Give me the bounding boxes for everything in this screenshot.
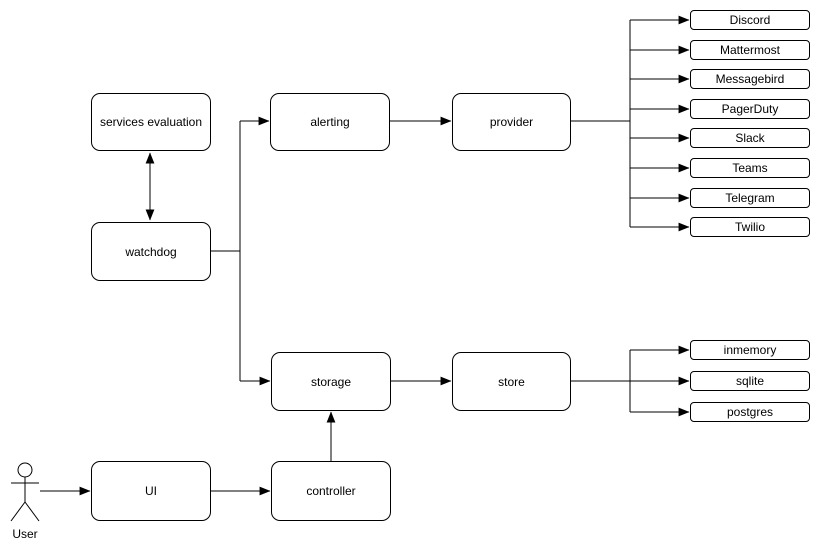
provider-item-discord: Discord xyxy=(690,10,810,30)
node-store: store xyxy=(452,352,571,411)
user-actor-icon xyxy=(10,462,40,522)
node-controller: controller xyxy=(271,461,391,521)
user-actor-label: User xyxy=(12,527,38,541)
node-provider: provider xyxy=(452,93,571,151)
node-alerting: alerting xyxy=(270,93,390,151)
provider-item-telegram: Telegram xyxy=(690,188,810,208)
provider-item-messagebird: Messagebird xyxy=(690,69,810,89)
edge-store-fanout xyxy=(571,345,690,417)
provider-item-pagerduty: PagerDuty xyxy=(690,99,810,119)
provider-item-mattermost: Mattermost xyxy=(690,40,810,60)
provider-item-teams: Teams xyxy=(690,158,810,178)
provider-item-twilio: Twilio xyxy=(690,217,810,237)
store-item-inmemory: inmemory xyxy=(690,340,810,360)
node-watchdog: watchdog xyxy=(91,222,211,281)
node-storage: storage xyxy=(271,352,391,411)
store-item-postgres: postgres xyxy=(690,402,810,422)
edge-provider-fanout xyxy=(571,15,690,232)
provider-item-slack: Slack xyxy=(690,128,810,148)
node-ui: UI xyxy=(91,461,211,521)
node-services-evaluation: services evaluation xyxy=(91,93,211,151)
store-item-sqlite: sqlite xyxy=(690,371,810,391)
